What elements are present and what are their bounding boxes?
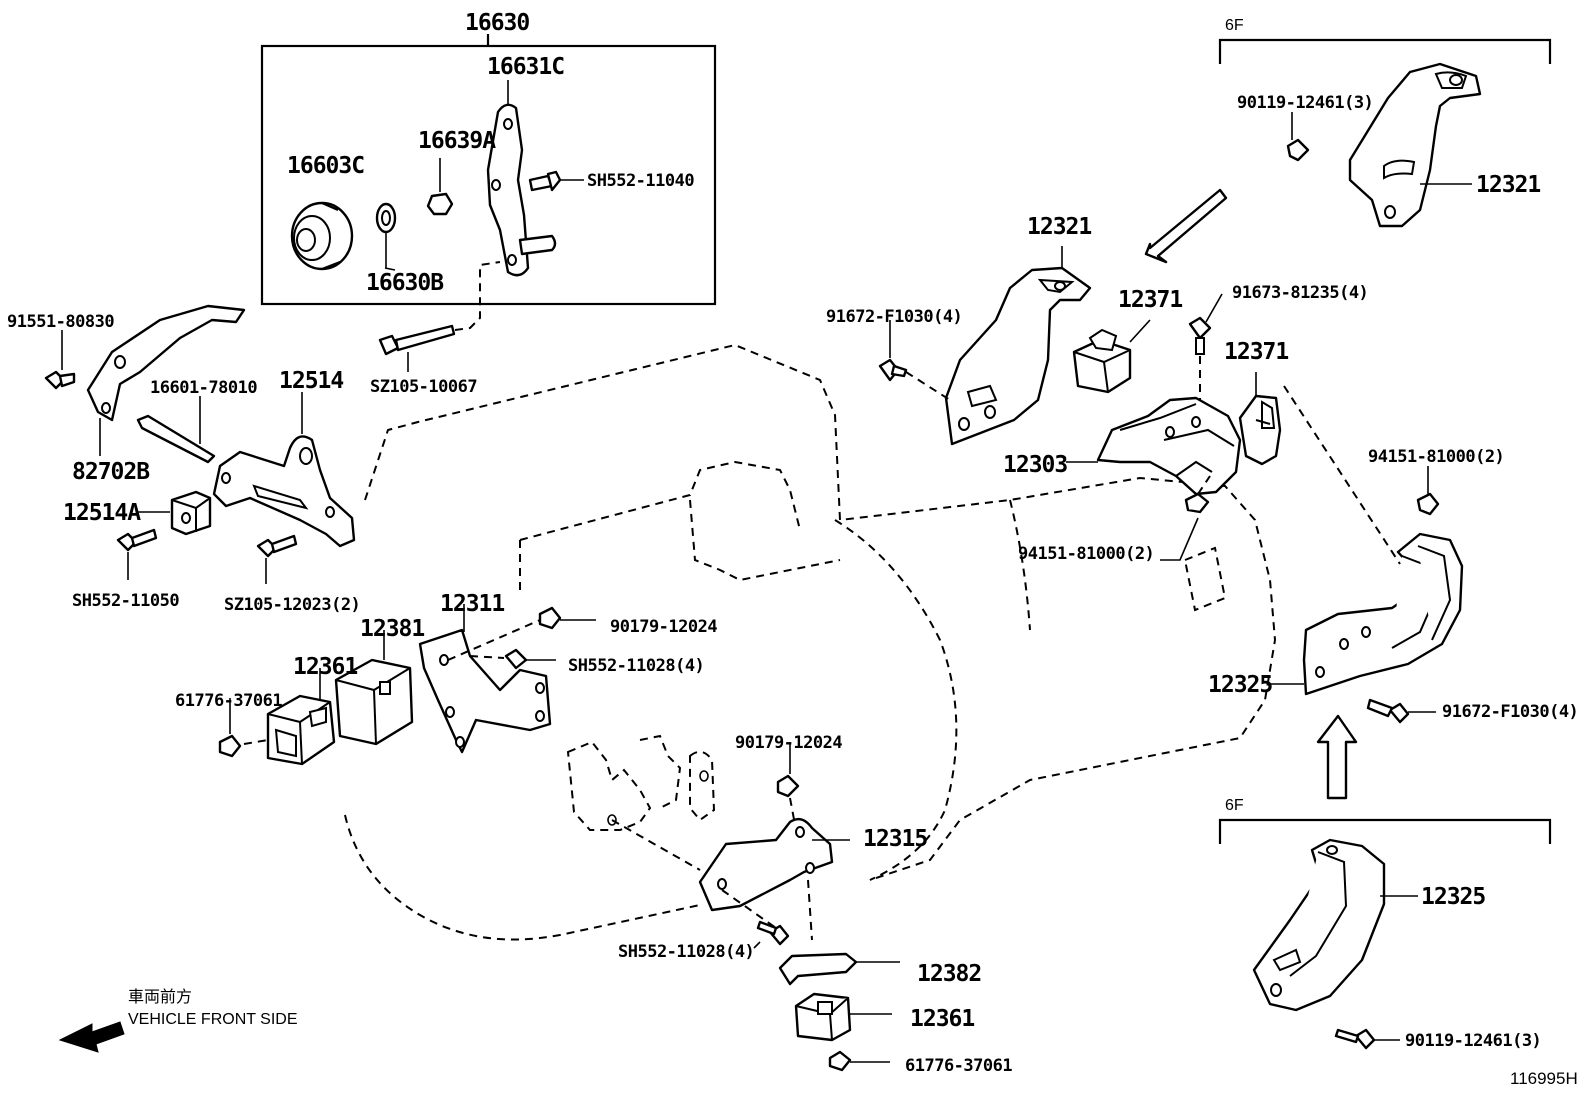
nut-61776-bottom bbox=[828, 1050, 890, 1072]
bolt-SZ105-10067 bbox=[378, 261, 501, 372]
bracket-12321-mid bbox=[944, 246, 1092, 446]
bracket-12325-bottom bbox=[1252, 838, 1418, 1012]
view-direction-arrow-icon bbox=[1316, 714, 1358, 800]
bracket-16631C bbox=[486, 80, 557, 277]
idler-pulley-box bbox=[260, 34, 717, 306]
stud-16601-78010 bbox=[136, 396, 216, 464]
front-direction-arrow-icon bbox=[58, 1021, 125, 1053]
bolt-90119-top bbox=[1286, 112, 1310, 162]
mount-12361-bottom bbox=[794, 992, 892, 1042]
bolt-91673 bbox=[1188, 293, 1223, 412]
bolt-SH552-11050 bbox=[116, 528, 158, 580]
view-direction-arrow-icon bbox=[1144, 188, 1228, 264]
nut-90179-mid bbox=[776, 742, 800, 831]
nut-61776-left bbox=[218, 698, 269, 758]
nut-90179-top bbox=[538, 606, 596, 630]
bolt-SH552-11040 bbox=[528, 170, 584, 192]
pulley-16603C bbox=[290, 201, 354, 271]
bracket-12325-mid bbox=[1270, 532, 1464, 696]
bolt-SH552-11028-top bbox=[469, 648, 556, 670]
bracket-12315 bbox=[698, 817, 850, 912]
spacer-12514A bbox=[138, 490, 212, 536]
mount-12371-a bbox=[1072, 319, 1151, 394]
bracket-82702B bbox=[44, 304, 246, 456]
mount-pad-12381 bbox=[334, 630, 414, 746]
nut-16639A bbox=[426, 158, 454, 216]
mount-12371-b bbox=[1238, 372, 1401, 565]
bolt-91672-right bbox=[1366, 698, 1436, 724]
variant-bracket-6F-bottom bbox=[1218, 818, 1552, 844]
bolt-SH552-11028-bottom bbox=[721, 879, 813, 949]
variant-bracket-6F-top bbox=[1218, 38, 1552, 64]
nut-94151-right bbox=[1416, 466, 1440, 516]
washer-16630B bbox=[375, 202, 397, 268]
crossmember-12303 bbox=[1066, 396, 1242, 496]
crossmember-center bbox=[566, 734, 716, 871]
bracket-12311 bbox=[418, 604, 552, 754]
mount-12361-left bbox=[266, 668, 336, 766]
bolt-90119-bottom bbox=[1334, 1028, 1400, 1050]
bolt-91672-top bbox=[878, 320, 951, 401]
bracket-12514 bbox=[212, 392, 356, 548]
nut-94151-center bbox=[1160, 475, 1211, 561]
transmission-outline bbox=[344, 343, 1277, 941]
bolt-SZ105-12023 bbox=[256, 534, 298, 584]
plate-12382 bbox=[778, 952, 900, 986]
bracket-12321-top bbox=[1348, 62, 1482, 228]
